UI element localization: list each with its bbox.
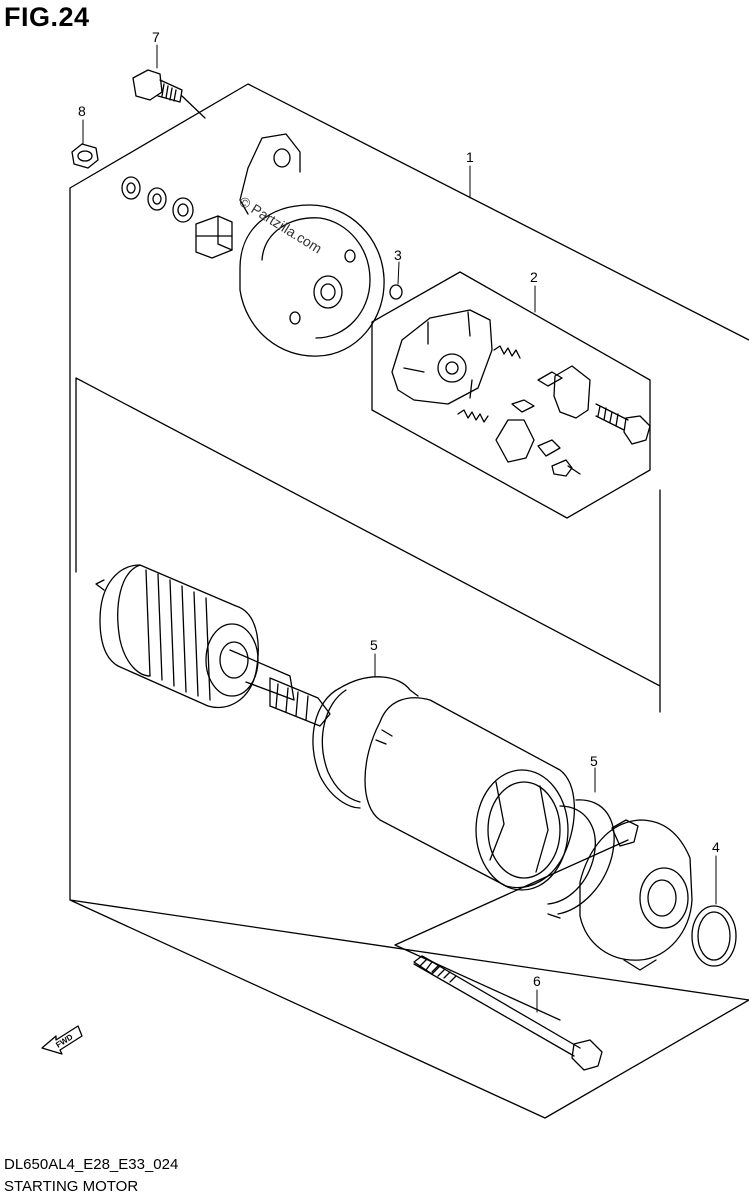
brush-holder-box-2 xyxy=(371,271,651,519)
callout-5-lower: 5 xyxy=(590,753,598,769)
armature-boundary xyxy=(75,377,661,713)
o-ring-3 xyxy=(389,284,403,300)
washer-set xyxy=(121,176,194,223)
callout-1: 1 xyxy=(466,149,474,165)
leader-lines xyxy=(82,44,717,1013)
long-bolt-6 xyxy=(413,955,603,1071)
end-cover xyxy=(239,133,385,357)
diagram-description: STARTING MOTOR xyxy=(4,1178,139,1195)
figure-title: FIG.24 xyxy=(4,2,90,32)
o-ring-5-lower xyxy=(547,799,615,919)
callout-2: 2 xyxy=(530,269,538,285)
callout-8: 8 xyxy=(78,103,86,119)
o-ring-4 xyxy=(691,905,737,967)
watermark-text: © Partzilla.com xyxy=(236,193,324,257)
fwd-arrow-icon: FWD xyxy=(41,1025,83,1055)
assembly-boundary-1 xyxy=(69,83,749,1119)
nut-8 xyxy=(71,143,99,169)
callout-5-upper: 5 xyxy=(370,637,378,653)
yoke-housing xyxy=(364,697,575,891)
terminal-connector xyxy=(195,215,233,259)
bolt-7 xyxy=(132,69,206,119)
diagram-code: DL650AL4_E28_E33_024 xyxy=(4,1156,179,1173)
bolt-zone-lines xyxy=(394,839,629,1021)
front-cover xyxy=(579,819,693,971)
o-ring-5-upper xyxy=(312,676,419,809)
callout-3: 3 xyxy=(394,247,402,263)
brush-holder xyxy=(391,309,651,477)
callout-4: 4 xyxy=(712,839,720,855)
callout-6: 6 xyxy=(533,973,541,989)
armature xyxy=(95,564,331,727)
callout-7: 7 xyxy=(152,29,160,45)
